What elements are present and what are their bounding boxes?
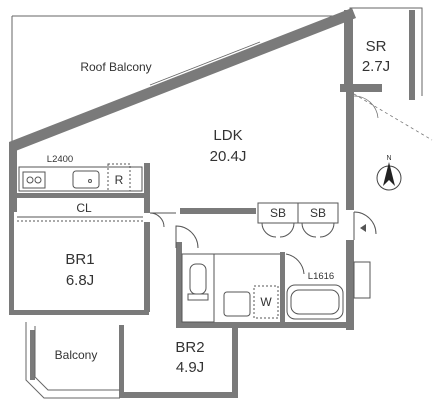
balcony-outline <box>25 322 120 399</box>
shoe-box-units <box>257 202 339 238</box>
sink-icon <box>72 170 100 189</box>
balcony-label: Balcony <box>55 348 98 362</box>
washbasin-icon <box>223 291 251 317</box>
bathtub-icon <box>286 284 344 320</box>
entrance-door <box>353 211 377 299</box>
toilet-icon <box>189 263 207 295</box>
br1-size: 6.8J <box>66 272 94 289</box>
diagonal-wall <box>9 8 356 152</box>
walls <box>9 10 415 398</box>
compass-north-label: N <box>386 155 391 162</box>
br2-name: BR2 <box>175 339 204 356</box>
north-arrow-icon: N <box>376 155 402 191</box>
kitchen-length-label: L2400 <box>47 154 73 165</box>
br2-size: 4.9J <box>176 359 204 376</box>
kitchen-counter <box>18 163 143 192</box>
sr-door-swing <box>353 93 433 141</box>
closet-lines <box>17 212 199 249</box>
stove-icon <box>22 171 46 189</box>
shoe-box-1-label: SB <box>270 206 286 220</box>
wet-area-fixtures <box>181 253 344 323</box>
roof-balcony-label: Roof Balcony <box>80 60 151 74</box>
refrigerator-label: R <box>115 173 124 187</box>
roof-balcony-outline <box>11 7 423 150</box>
shoe-box-2-label: SB <box>310 206 326 220</box>
washer-icon <box>253 285 279 319</box>
refrigerator-icon <box>107 163 131 192</box>
sr-size: 2.7J <box>362 58 390 75</box>
ldk-size: 20.4J <box>210 148 247 165</box>
closet-label: CL <box>76 201 92 215</box>
br1-name: BR1 <box>65 251 94 268</box>
sr-name: SR <box>366 38 387 55</box>
ldk-name: LDK <box>213 127 242 144</box>
bath-size-label: L1616 <box>308 271 334 282</box>
washer-label: W <box>260 295 272 309</box>
